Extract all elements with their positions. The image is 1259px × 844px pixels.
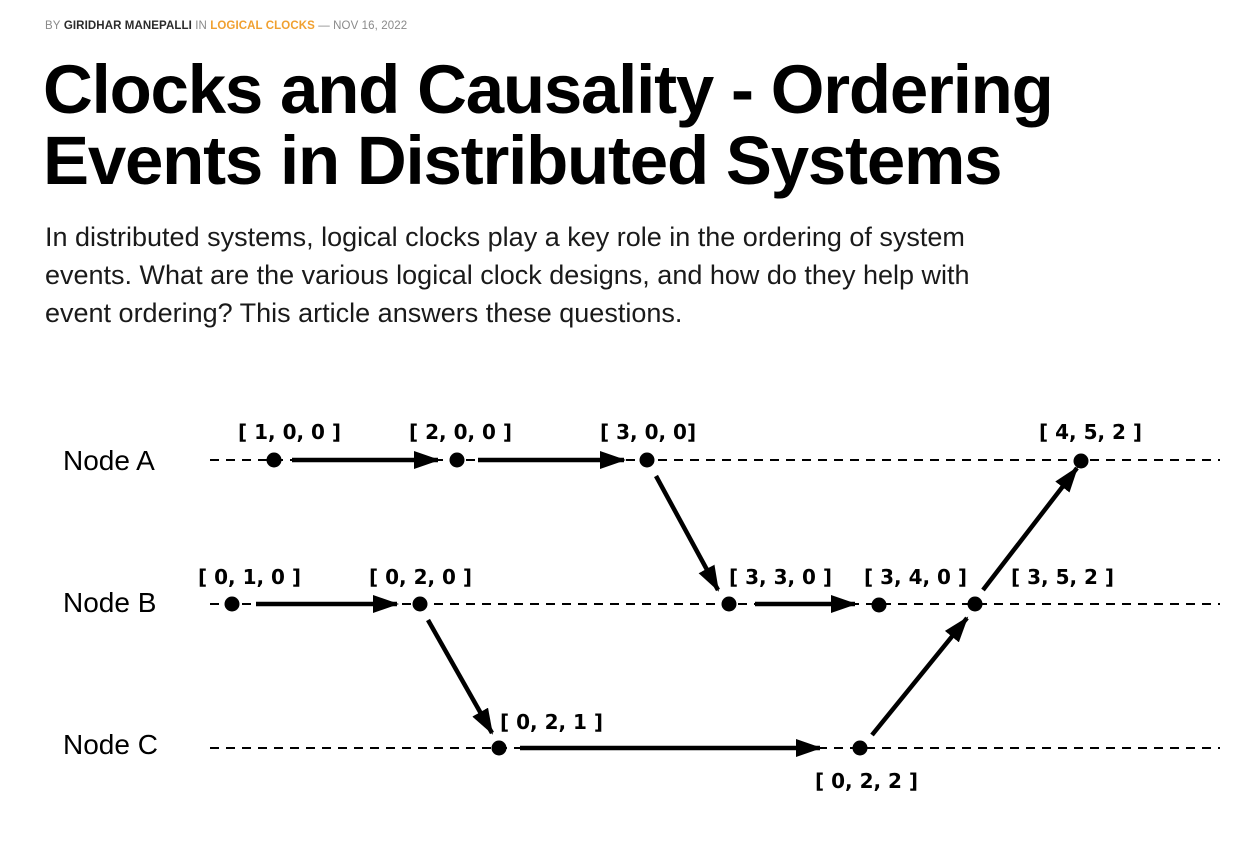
node-b-label: Node B bbox=[63, 587, 156, 618]
timestamp-c1: [ 0, 2, 1 ] bbox=[500, 710, 603, 734]
publish-date: — NOV 16, 2022 bbox=[318, 20, 408, 32]
node-c-label: Node C bbox=[63, 729, 158, 760]
arrow-b2-c1 bbox=[426, 618, 494, 735]
arrow-c2-b5 bbox=[870, 616, 969, 737]
article-summary: In distributed systems, logical clocks p… bbox=[45, 222, 970, 328]
timestamp-b1: [ 0, 1, 0 ] bbox=[198, 565, 301, 589]
event-b5 bbox=[967, 596, 983, 612]
timestamp-a1: [ 1, 0, 0 ] bbox=[238, 420, 341, 444]
arrow-a3-b3 bbox=[654, 474, 720, 592]
category-link[interactable]: LOGICAL CLOCKS bbox=[210, 20, 315, 32]
timestamp-b4: [ 3, 4, 0 ] bbox=[864, 565, 967, 589]
timestamp-a3: [ 3, 0, 0] bbox=[600, 420, 696, 444]
timestamp-b5: [ 3, 5, 2 ] bbox=[1011, 565, 1114, 589]
timestamp-a2: [ 2, 0, 0 ] bbox=[409, 420, 512, 444]
event-b2 bbox=[412, 596, 428, 612]
event-b1 bbox=[224, 596, 240, 612]
timestamp-b3: [ 3, 3, 0 ] bbox=[729, 565, 832, 589]
event-b3 bbox=[721, 596, 737, 612]
event-c1 bbox=[491, 740, 507, 756]
article-byline: BY GIRIDHAR MANEPALLI IN LOGICAL CLOCKS … bbox=[45, 20, 407, 32]
event-a3 bbox=[639, 452, 655, 468]
timestamp-a4: [ 4, 5, 2 ] bbox=[1039, 420, 1142, 444]
event-a1 bbox=[266, 452, 282, 468]
author-link[interactable]: GIRIDHAR MANEPALLI bbox=[63, 20, 192, 32]
byline-in: IN bbox=[195, 20, 207, 32]
vector-clock-diagram: Node A Node B Node C [ 1, 0, 0 ] [ 2, 0,… bbox=[63, 420, 1220, 793]
article-title: Clocks and Causality - Ordering Events i… bbox=[43, 51, 1054, 199]
byline-by: BY bbox=[45, 20, 61, 32]
event-c2 bbox=[852, 740, 868, 756]
timestamp-b2: [ 0, 2, 0 ] bbox=[369, 565, 472, 589]
arrow-b5-a4 bbox=[981, 466, 1079, 592]
node-a-label: Node A bbox=[63, 445, 155, 476]
event-b4 bbox=[871, 597, 887, 613]
event-a2 bbox=[449, 452, 465, 468]
timestamp-c2: [ 0, 2, 2 ] bbox=[815, 769, 918, 793]
event-a4 bbox=[1073, 453, 1089, 469]
